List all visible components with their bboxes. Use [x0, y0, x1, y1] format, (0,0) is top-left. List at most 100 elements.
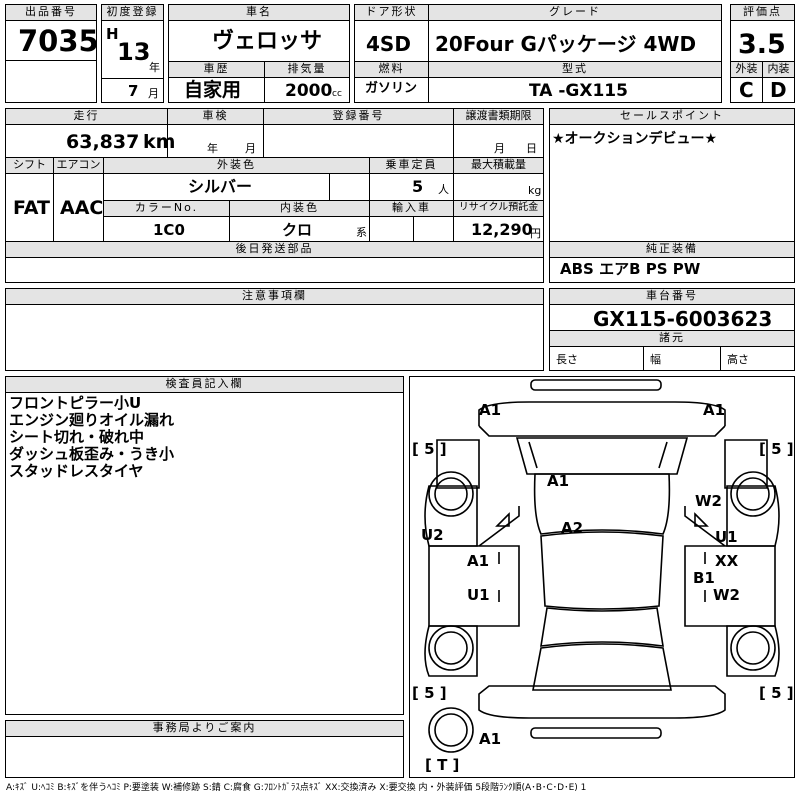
later-parts-label: 後日発送部品	[5, 241, 544, 258]
month-unit: 月	[148, 87, 159, 100]
legend-text: A:ｷｽﾞ U:ﾍｺﾐ B:ｷｽﾞを伴うﾍｺﾐ P:要塗装 W:補修跡 S:錆 …	[6, 783, 587, 793]
damage-mark: W2	[713, 586, 740, 604]
inspector-note: ダッシュ板歪み・うき小	[9, 445, 175, 463]
inspector-note: フロントピラー小U	[9, 394, 142, 412]
recycle-fee: 12,290	[471, 220, 533, 239]
inspector-label: 検査員記入欄	[5, 376, 404, 393]
chassis-label: 車台番号	[549, 288, 795, 305]
car-name-label: 車名	[168, 4, 350, 21]
chassis-number: GX115-6003623	[593, 307, 773, 331]
history-label: 車歴	[168, 61, 265, 78]
damage-mark: B1	[693, 569, 715, 587]
car-diagram: A1 A1 A1 A2 U2 A1 U1 W2 U1 XX B1 W2 A1 […	[412, 379, 794, 774]
deadline-day-unit: 日	[526, 142, 537, 155]
tire-depth-front-right: [ 5 ]	[759, 440, 794, 458]
sales-point-label: セールスポイント	[549, 108, 795, 125]
tire-depth-rear-right: [ 5 ]	[759, 684, 794, 702]
spare-tire-label: [ T ]	[425, 756, 459, 774]
shift-label: シフト	[5, 157, 54, 174]
damage-mark: A1	[703, 401, 725, 419]
year-unit: 年	[149, 61, 160, 74]
inspector-note: シート切れ・破れ中	[9, 428, 145, 446]
exterior-color: シルバー	[188, 177, 253, 196]
inspection-label: 車検	[167, 108, 264, 125]
door-type: 4SD	[366, 32, 411, 56]
damage-mark: A2	[561, 519, 583, 537]
air-conditioner: AAC	[60, 197, 104, 219]
capacity: 5	[412, 177, 424, 196]
mileage-label: 走行	[5, 108, 168, 125]
exterior-grade: C	[739, 78, 754, 102]
registration-year: 13	[117, 38, 151, 66]
length-label: 長さ	[556, 353, 578, 366]
damage-mark: XX	[715, 552, 739, 570]
score-label: 評価点	[730, 4, 795, 21]
lot-number-label: 出品番号	[5, 4, 97, 21]
damage-mark: A1	[467, 552, 489, 570]
displacement: 2000	[285, 81, 333, 101]
damage-mark: U2	[421, 526, 444, 544]
damage-mark: A1	[547, 472, 569, 490]
max-load-unit: kg	[528, 184, 542, 197]
model-label: 型式	[428, 61, 722, 78]
era: H	[106, 25, 119, 43]
lot-number: 7035	[18, 24, 99, 58]
capacity-unit: 人	[438, 183, 449, 196]
inspection-month-unit: 月	[245, 142, 256, 155]
equipment-label: 純正装備	[549, 241, 795, 258]
damage-mark: U1	[715, 528, 738, 546]
ac-label: エアコン	[53, 157, 104, 174]
inspector-note: エンジン廻りオイル漏れ	[9, 411, 175, 429]
car-diagram-panel	[409, 376, 795, 778]
deadline-month-unit: 月	[494, 142, 505, 155]
capacity-label: 乗車定員	[369, 157, 454, 174]
tire-depth-rear-left: [ 5 ]	[412, 684, 447, 702]
score: 3.5	[738, 29, 786, 60]
displacement-unit: cc	[332, 89, 342, 99]
color-number: 1C0	[153, 221, 185, 239]
notes-label: 注意事項欄	[5, 288, 544, 305]
displacement-label: 排気量	[264, 61, 350, 78]
mileage-unit: km	[143, 131, 176, 153]
inspector-note: スタッドレスタイヤ	[9, 462, 144, 480]
height-label: 高さ	[727, 353, 749, 366]
inspector-cell	[5, 376, 404, 715]
inspection-year-unit: 年	[207, 142, 218, 155]
office-label: 事務局よりご案内	[5, 720, 404, 737]
import-label: 輸入車	[369, 200, 454, 217]
document-deadline-label: 譲渡書類期限	[453, 108, 544, 125]
damage-mark: U1	[467, 586, 490, 604]
damage-mark: A1	[479, 401, 501, 419]
interior-grade: D	[770, 78, 787, 102]
color-number-label: カラーNo.	[103, 200, 230, 217]
shift: FAT	[13, 197, 50, 219]
equipment-text: ABS エアB PS PW	[560, 260, 701, 278]
legend: A:ｷｽﾞ U:ﾍｺﾐ B:ｷｽﾞを伴うﾍｺﾐ P:要塗装 W:補修跡 S:錆 …	[6, 784, 586, 793]
car-name: ヴェロッサ	[212, 29, 323, 54]
fuel: ガソリン	[365, 81, 418, 96]
interior-color-unit: 系	[356, 226, 367, 239]
exterior-label: 外装	[730, 61, 763, 78]
damage-mark: W2	[695, 492, 722, 510]
interior-color-label: 内装色	[229, 200, 370, 217]
width-label: 幅	[650, 353, 661, 366]
door-label: ドア形状	[354, 4, 429, 21]
model: TA -GX115	[529, 81, 628, 101]
mileage: 63,837	[66, 131, 140, 153]
recycle-label: リサイクル預託金	[453, 200, 544, 217]
grade: 20Four Gパッケージ 4WD	[435, 32, 697, 56]
fuel-label: 燃料	[354, 61, 429, 78]
interior-color: クロ	[282, 221, 313, 239]
damage-mark: A1	[479, 730, 501, 748]
sales-point-text: ★オークションデビュー★	[552, 131, 718, 147]
first-registration-label: 初度登録	[101, 4, 164, 21]
exterior-color-label: 外装色	[103, 157, 370, 174]
recycle-unit: 円	[530, 227, 541, 240]
sales-point-cell	[549, 108, 795, 242]
registration-month: 7	[128, 82, 139, 100]
tire-depth-front-left: [ 5 ]	[412, 440, 447, 458]
grade-label: グレード	[428, 4, 722, 21]
history: 自家用	[184, 79, 242, 101]
max-load-label: 最大積載量	[453, 157, 544, 174]
inspector-notes: フロントピラー小U エンジン廻りオイル漏れ シート切れ・破れ中 ダッシュ板歪み・…	[9, 395, 174, 480]
